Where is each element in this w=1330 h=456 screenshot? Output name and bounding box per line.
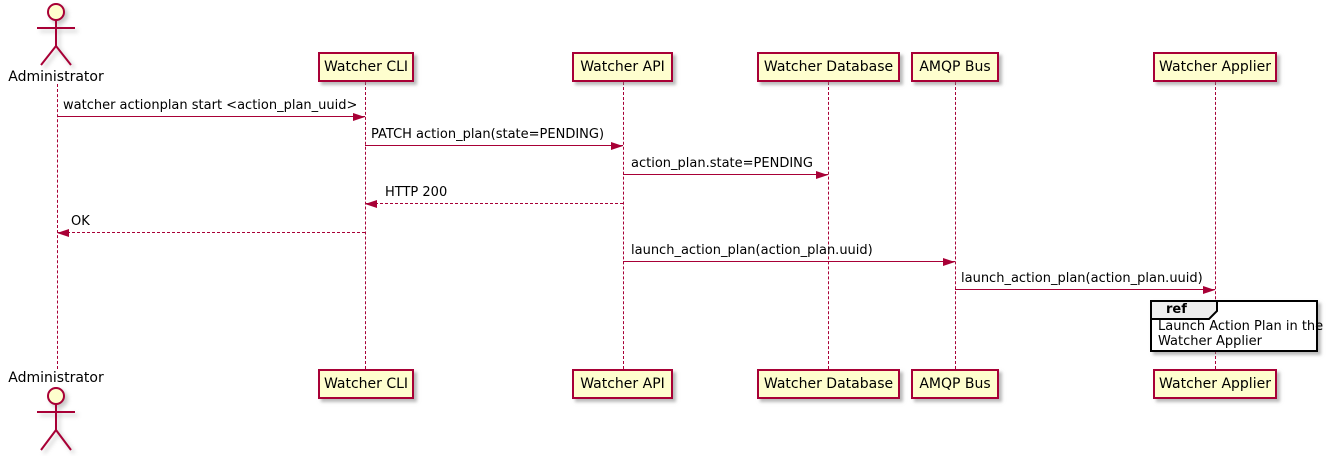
arrowhead-right-icon <box>943 258 955 266</box>
message-label: launch_action_plan(action_plan.uuid) <box>631 243 873 258</box>
message-watcher-actionplan-start: watcher actionplan start <action_plan_uu… <box>57 98 365 121</box>
message-label: PATCH action_plan(state=PENDING) <box>371 127 605 142</box>
actor-label-top: Administrator <box>8 69 104 85</box>
message-line <box>623 261 955 262</box>
lifeline-amqp-bus <box>955 82 956 369</box>
message-line <box>365 203 623 204</box>
ref-body-text: Launch Action Plan in the Watcher Applie… <box>1158 319 1323 349</box>
actor-stick-figure-top <box>37 3 75 66</box>
message-line <box>57 232 365 233</box>
participant-watcher-applier-top: Watcher Applier <box>1153 52 1277 82</box>
participant-amqp-bus-bottom: AMQP Bus <box>911 369 999 399</box>
message-line <box>365 145 623 146</box>
arrowhead-left-icon <box>365 200 377 208</box>
message-action-plan-state-pending: action_plan.state=PENDING <box>623 156 828 179</box>
message-line <box>623 174 828 175</box>
arrowhead-right-icon <box>816 171 828 179</box>
message-label: action_plan.state=PENDING <box>631 156 813 171</box>
ref-body-line1: Launch Action Plan in the <box>1158 319 1324 334</box>
message-label: watcher actionplan start <action_plan_uu… <box>63 98 358 113</box>
ref-tag-label: ref <box>1166 302 1187 317</box>
message-line <box>955 289 1215 290</box>
actor-stick-figure-bottom <box>37 387 75 451</box>
ref-tag-pentagon <box>1150 300 1218 320</box>
lifeline-watcher-database <box>828 82 829 369</box>
ref-body-line2: Watcher Applier <box>1158 334 1262 349</box>
participant-amqp-bus-top: AMQP Bus <box>911 52 999 82</box>
participant-watcher-database-top: Watcher Database <box>757 52 900 82</box>
message-line <box>57 116 365 117</box>
lifeline-administrator <box>57 84 58 369</box>
arrowhead-right-icon <box>611 142 623 150</box>
arrowhead-left-icon <box>57 229 69 237</box>
participant-watcher-database-bottom: Watcher Database <box>757 369 900 399</box>
lifeline-watcher-cli <box>365 82 366 369</box>
participant-watcher-cli-top: Watcher CLI <box>318 52 414 82</box>
actor-label-bottom: Administrator <box>8 370 104 386</box>
arrowhead-right-icon <box>353 113 365 121</box>
arrowhead-right-icon <box>1203 286 1215 294</box>
message-label: OK <box>71 214 90 229</box>
message-ok: OK <box>57 214 365 237</box>
lifeline-watcher-applier <box>1215 82 1216 369</box>
participant-watcher-cli-bottom: Watcher CLI <box>318 369 414 399</box>
participant-watcher-api-bottom: Watcher API <box>572 369 673 399</box>
ref-fragment: ref Launch Action Plan in the Watcher Ap… <box>1150 300 1323 352</box>
message-launch-action-plan-amqp: launch_action_plan(action_plan.uuid) <box>623 243 955 266</box>
message-label: launch_action_plan(action_plan.uuid) <box>961 271 1203 286</box>
participant-watcher-applier-bottom: Watcher Applier <box>1153 369 1277 399</box>
message-patch-action-plan: PATCH action_plan(state=PENDING) <box>365 127 623 150</box>
participant-watcher-api-top: Watcher API <box>572 52 673 82</box>
message-http-200: HTTP 200 <box>365 185 623 208</box>
message-launch-action-plan-applier: launch_action_plan(action_plan.uuid) <box>955 271 1215 294</box>
message-label: HTTP 200 <box>385 185 448 200</box>
lifeline-watcher-api <box>623 82 624 369</box>
